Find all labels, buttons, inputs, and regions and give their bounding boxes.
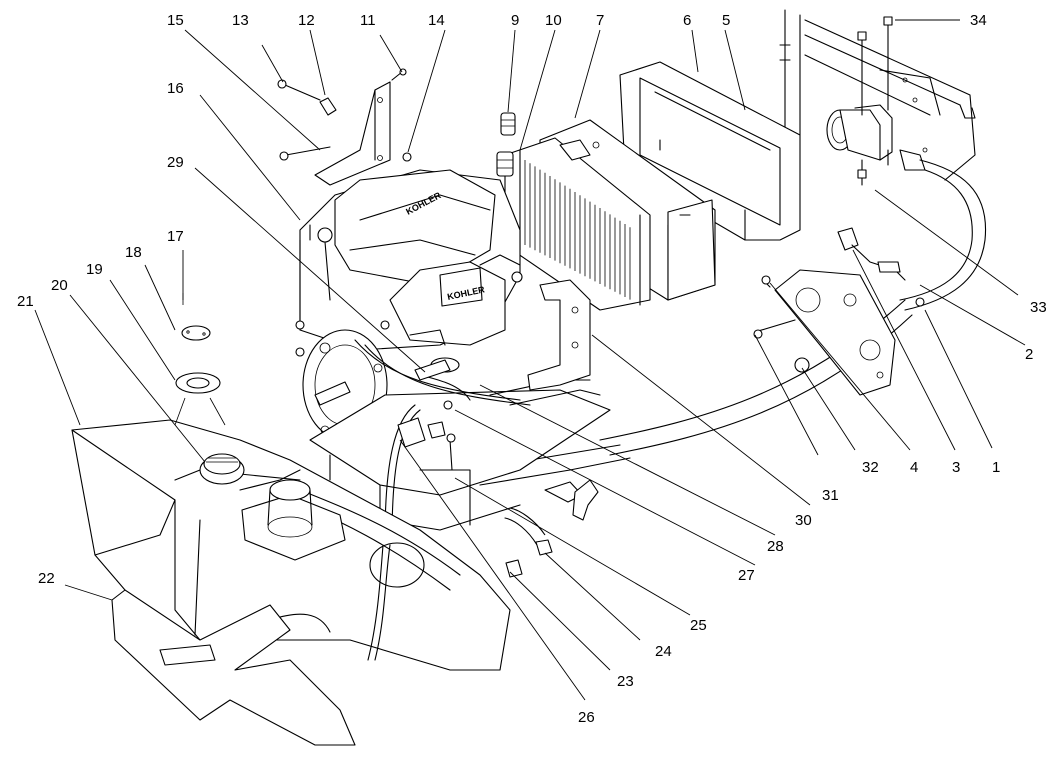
hose-fittings	[496, 112, 516, 177]
callout-labels: 1 2 3 4 5 6 7 9 10 11 12 13 14 15 16 17 …	[17, 12, 1047, 726]
callout-27: 27	[738, 567, 755, 584]
callout-14: 14	[428, 12, 445, 29]
callout-33: 33	[1030, 299, 1047, 316]
callout-1: 1	[992, 459, 1000, 476]
callout-26: 26	[578, 709, 595, 726]
callout-29: 29	[167, 154, 184, 171]
callout-17: 17	[167, 228, 184, 245]
upper-frame-rails	[779, 9, 976, 181]
engine: KOHLER KOHLER	[295, 169, 523, 357]
callout-5: 5	[722, 12, 730, 29]
callout-15: 15	[167, 12, 184, 29]
fuel-cap	[199, 453, 245, 485]
clamp-bracket	[277, 68, 412, 186]
callout-28: 28	[767, 538, 784, 555]
callout-13: 13	[232, 12, 249, 29]
callout-3: 3	[952, 459, 960, 476]
callout-2: 2	[1025, 346, 1033, 363]
callout-11: 11	[360, 12, 376, 29]
callout-16: 16	[167, 80, 184, 97]
fuel-gauge-parts	[174, 293, 226, 426]
mount-plate	[753, 269, 925, 396]
callout-4: 4	[910, 459, 918, 476]
callout-12: 12	[298, 12, 315, 29]
callout-32: 32	[862, 459, 879, 476]
callout-30: 30	[795, 512, 812, 529]
leader-lines	[34, 19, 1026, 701]
callout-24: 24	[655, 643, 672, 660]
callout-7: 7	[596, 12, 604, 29]
alarm-assembly	[826, 16, 987, 311]
callout-20: 20	[51, 277, 68, 294]
callout-9: 9	[511, 12, 519, 29]
callout-23: 23	[617, 673, 634, 690]
filler-neck	[241, 479, 346, 561]
callout-34: 34	[970, 12, 987, 29]
callout-21: 21	[17, 293, 34, 310]
callout-10: 10	[545, 12, 562, 29]
callout-6: 6	[683, 12, 691, 29]
callout-19: 19	[86, 261, 103, 278]
tank-support-plate	[111, 589, 356, 746]
callout-31: 31	[822, 487, 839, 504]
fuel-line	[367, 542, 425, 661]
electrical-connector	[837, 227, 906, 281]
callout-22: 22	[38, 570, 55, 587]
callout-18: 18	[125, 244, 142, 261]
control-bracket	[527, 279, 591, 391]
callout-25: 25	[690, 617, 707, 634]
